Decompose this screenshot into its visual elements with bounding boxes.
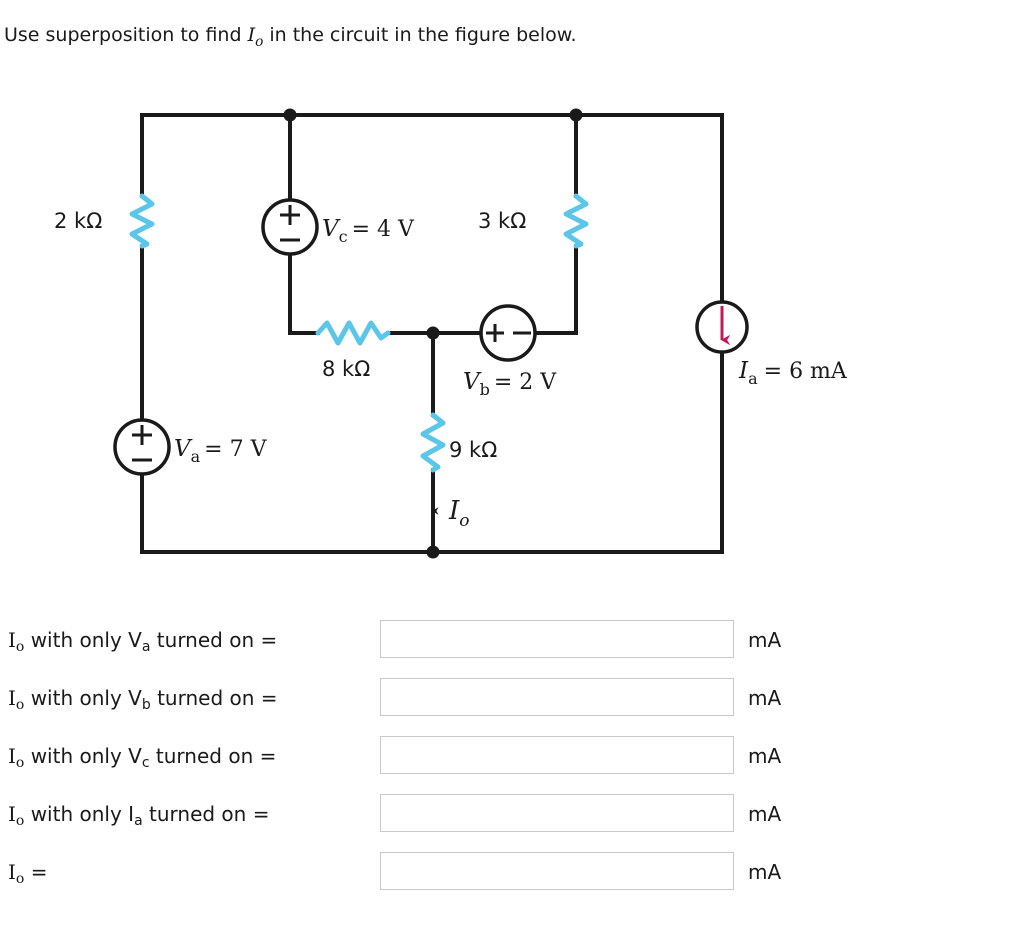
answer-input-va[interactable] — [380, 620, 734, 658]
answer-unit-vb: mA — [748, 686, 782, 710]
resistor-8k-zigzag — [315, 320, 391, 346]
voltage-source-vc: Vc= 4 V — [261, 198, 415, 256]
answer-rows: Io with only Va turned on = mA Io with o… — [0, 612, 1024, 902]
answer-label-ia-mid-sub: a — [134, 812, 143, 829]
resistor-9k: 9 kΩ — [420, 412, 497, 473]
prompt-text-before: Use superposition to find — [4, 24, 248, 46]
answer-label-va-mid: with only V — [24, 628, 142, 652]
resistor-2k-zigzag — [129, 193, 155, 249]
voltage-source-vb: Vb= 2 V — [463, 304, 557, 399]
answer-input-vb[interactable] — [380, 678, 734, 716]
answer-label-ia: Io with only Ia turned on = — [8, 800, 269, 835]
answer-unit-va: mA — [748, 628, 782, 652]
voltage-source-vb-label: Vb= 2 V — [463, 369, 557, 399]
answer-label-vb: Io with only Vb turned on = — [8, 684, 278, 719]
answer-label-total-prefix: I — [8, 860, 16, 884]
answer-label-vc: Io with only Vc turned on = — [8, 742, 276, 777]
answer-label-ia-suffix: turned on = — [142, 802, 270, 826]
answer-row-total: Io = mA — [0, 844, 1024, 902]
junction-dots — [283, 108, 583, 559]
voltage-source-vc-label: Vc= 4 V — [322, 216, 415, 246]
answer-label-vb-mid-sub: b — [141, 696, 151, 713]
answer-label-ia-mid: with only I — [24, 802, 135, 826]
answer-row-va: Io with only Va turned on = mA — [0, 612, 1024, 670]
answer-input-ia[interactable] — [380, 794, 734, 832]
prompt-symbol-Io: Io — [247, 24, 264, 50]
prompt-symbol-letter: I — [247, 24, 256, 46]
answer-row-vc: Io with only Vc turned on = mA — [0, 728, 1024, 786]
answer-label-vb-prefix: I — [8, 686, 16, 710]
answer-row-vb: Io with only Vb turned on = mA — [0, 670, 1024, 728]
answer-label-vb-mid: with only V — [24, 686, 142, 710]
resistor-3k: 3 kΩ — [478, 193, 589, 249]
answer-label-ia-prefix-sub: o — [15, 812, 25, 829]
resistor-9k-label: 9 kΩ — [449, 438, 497, 462]
answer-input-total[interactable] — [380, 852, 734, 890]
answer-label-va: Io with only Va turned on = — [8, 626, 277, 661]
answer-label-total-suffix: = — [24, 860, 48, 884]
resistor-3k-zigzag — [563, 193, 589, 249]
voltage-source-va-label: Va= 7 V — [174, 436, 268, 466]
resistor-8k-label: 8 kΩ — [322, 357, 370, 381]
answer-label-va-mid-sub: a — [141, 638, 151, 655]
voltage-source-vc-body — [261, 198, 319, 256]
answer-label-vc-mid-sub: c — [141, 754, 150, 771]
answer-unit-vc: mA — [748, 744, 782, 768]
voltage-source-vb-body — [479, 304, 537, 362]
answer-input-vc[interactable] — [380, 736, 734, 774]
answer-label-va-suffix: turned on = — [150, 628, 278, 652]
question-prompt: Use superposition to find Io in the circ… — [4, 22, 577, 55]
answer-label-vb-prefix-sub: o — [15, 696, 25, 713]
answer-label-vc-suffix: turned on = — [149, 744, 277, 768]
junction-dot-middle — [426, 326, 440, 340]
current-label-io: Io — [431, 484, 470, 531]
current-io-label: Io — [448, 496, 470, 531]
junction-dot-top-vc — [283, 108, 297, 122]
current-source-ia: Ia= 6 mA — [695, 300, 848, 388]
voltage-source-va: Va= 7 V — [113, 418, 268, 476]
junction-dot-top-3k — [569, 108, 583, 122]
circuit-figure: 2 kΩ 3 kΩ 8 kΩ 9 kΩ Vc= 4 V Vb= 2 V — [0, 88, 1024, 588]
answer-unit-total: mA — [748, 860, 782, 884]
answer-label-vc-prefix-sub: o — [15, 754, 25, 771]
answer-label-va-prefix-sub: o — [15, 638, 25, 655]
answer-label-total-prefix-sub: o — [15, 870, 25, 887]
answer-label-total: Io = — [8, 858, 47, 893]
answer-label-ia-prefix: I — [8, 802, 16, 826]
answer-label-vc-mid: with only V — [24, 744, 142, 768]
resistor-3k-label: 3 kΩ — [478, 209, 526, 233]
resistor-2k: 2 kΩ — [54, 193, 155, 249]
junction-dot-bottom — [426, 545, 440, 559]
resistor-9k-zigzag — [420, 412, 446, 473]
answer-label-vc-prefix: I — [8, 744, 16, 768]
current-source-ia-label: Ia= 6 mA — [738, 358, 848, 388]
prompt-text-after: in the circuit in the figure below. — [263, 24, 577, 46]
answer-label-va-prefix: I — [8, 628, 16, 652]
answer-row-ia: Io with only Ia turned on = mA — [0, 786, 1024, 844]
resistor-8k: 8 kΩ — [315, 320, 391, 381]
answer-label-vb-suffix: turned on = — [150, 686, 278, 710]
prompt-symbol-subscript: o — [255, 33, 264, 50]
voltage-source-va-body — [113, 418, 171, 476]
resistor-2k-label: 2 kΩ — [54, 209, 102, 233]
answer-unit-ia: mA — [748, 802, 782, 826]
